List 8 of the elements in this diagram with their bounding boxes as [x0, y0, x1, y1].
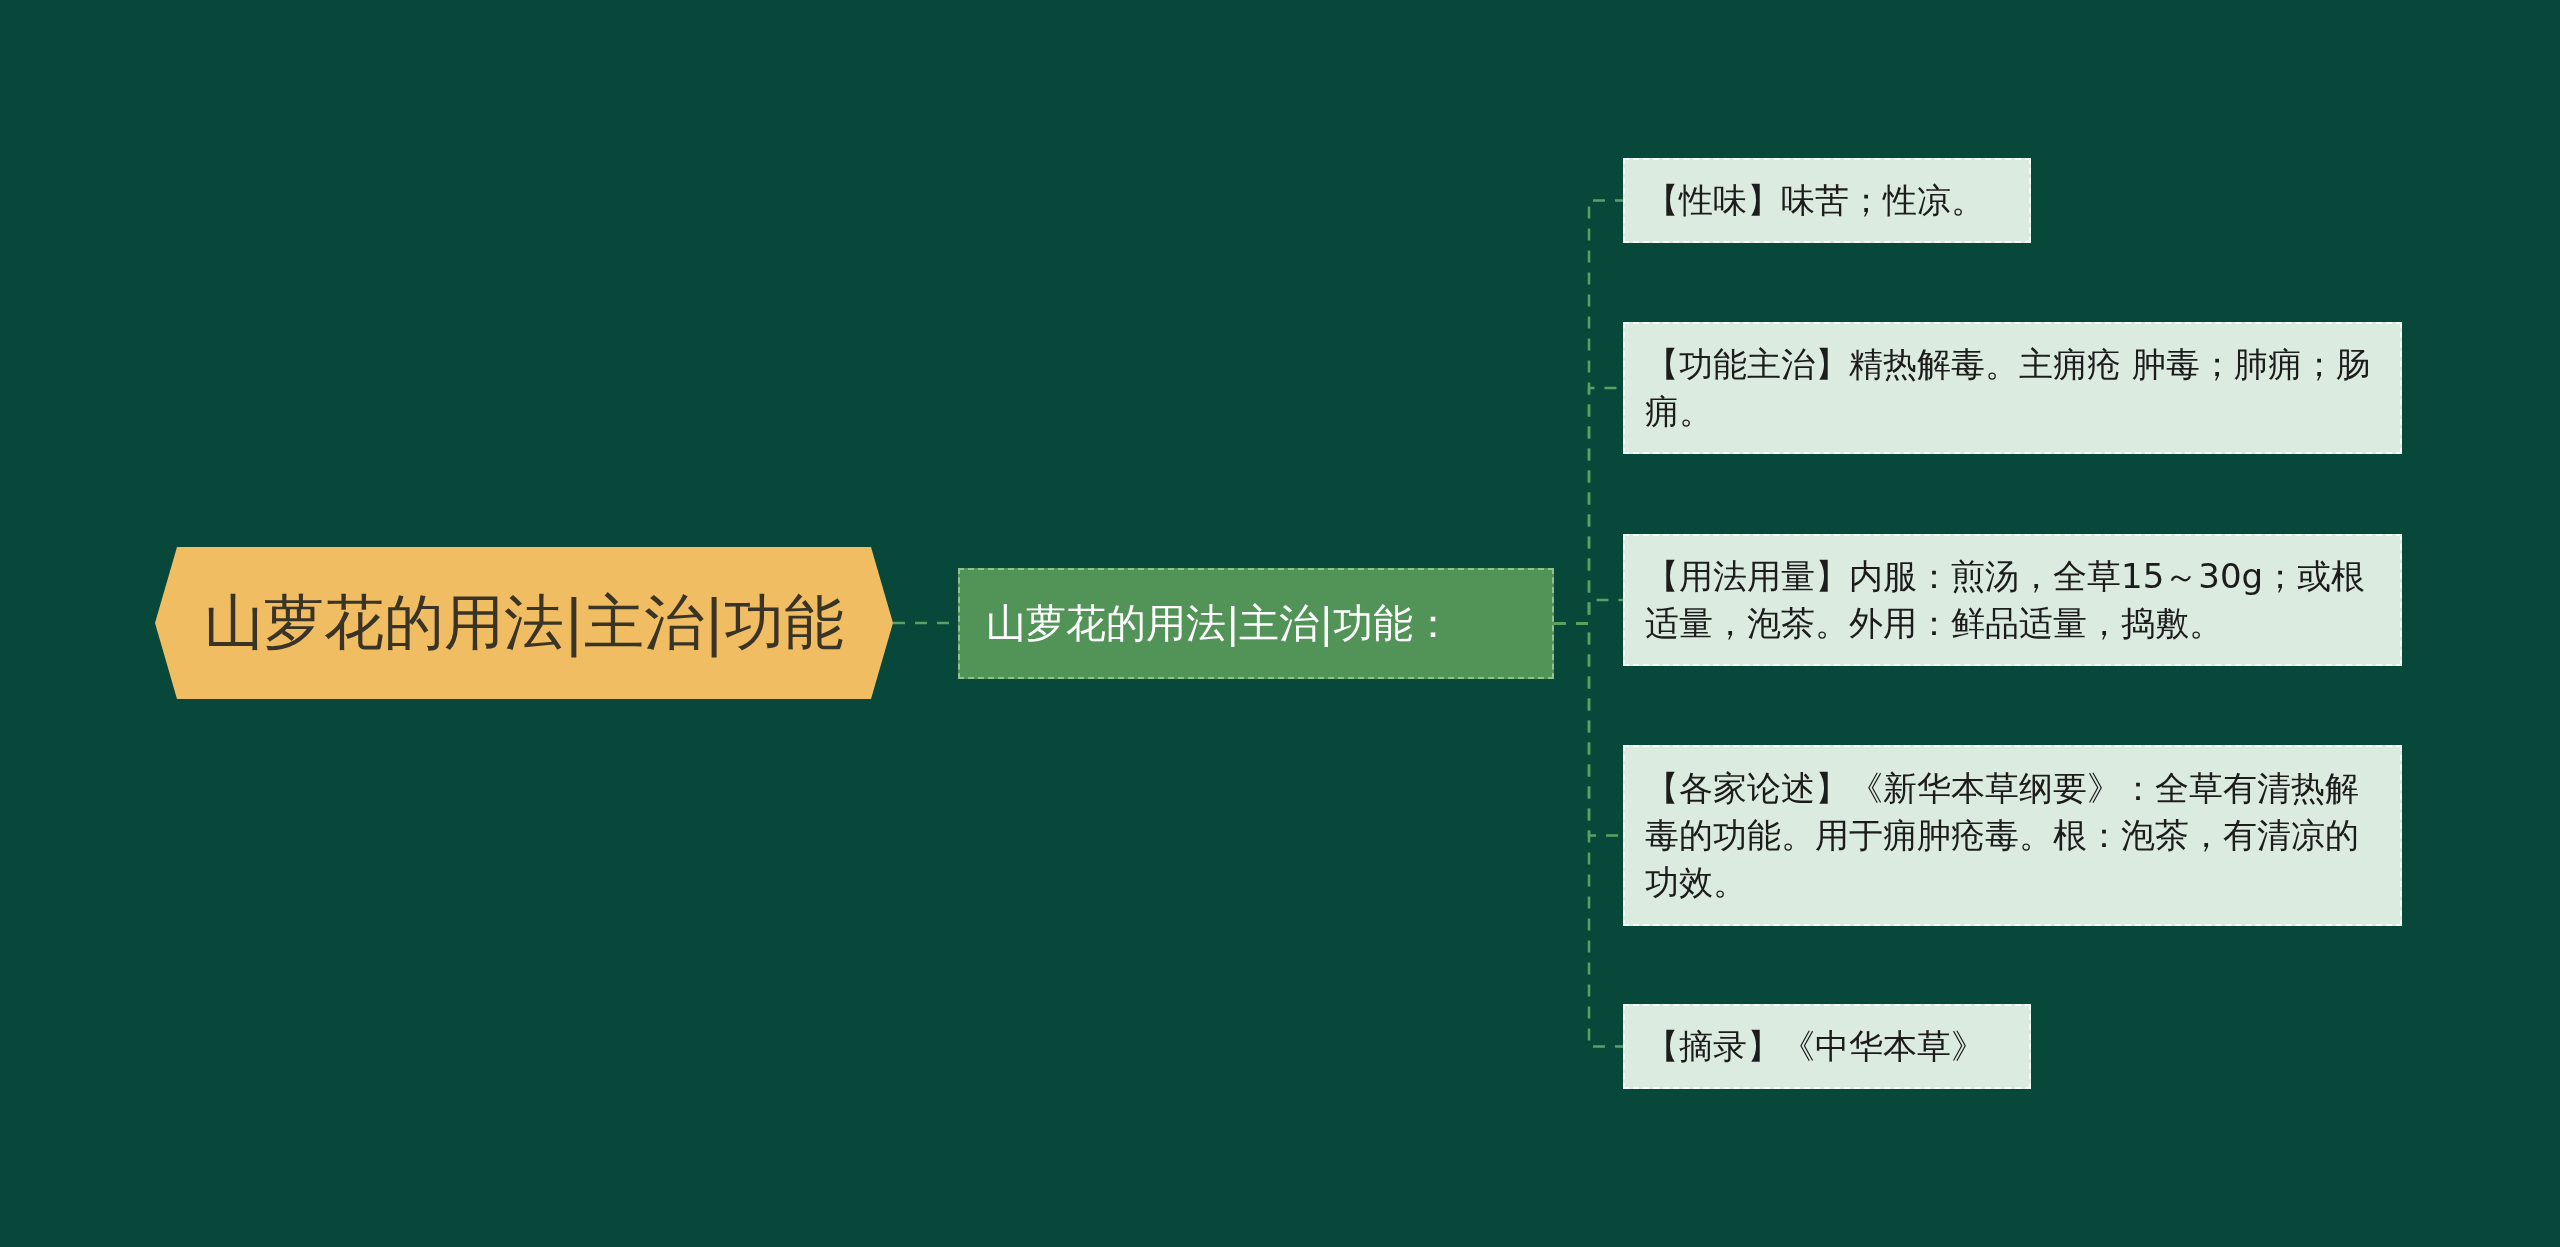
detail-box: 【用法用量】内服：煎汤，全草15～30g；或根适量，泡茶。外用：鲜品适量，捣敷。	[1623, 534, 2402, 666]
connector-line	[1554, 622, 1623, 1048]
detail-box: 【各家论述】《新华本草纲要》：全草有清热解毒的功能。用于痈肿疮毒。根：泡茶，有清凉的功效。	[1623, 745, 2402, 926]
detail-box: 【功能主治】精热解毒。主痈疮 肿毒；肺痈；肠痈。	[1623, 322, 2402, 454]
detail-box: 【性味】味苦；性凉。	[1623, 158, 2031, 243]
detail-box: 【摘录】《中华本草》	[1623, 1004, 2031, 1089]
subtopic-box: 山萝花的用法|主治|功能：	[958, 568, 1554, 679]
topic-hexagon: 山萝花的用法|主治|功能	[155, 547, 893, 699]
